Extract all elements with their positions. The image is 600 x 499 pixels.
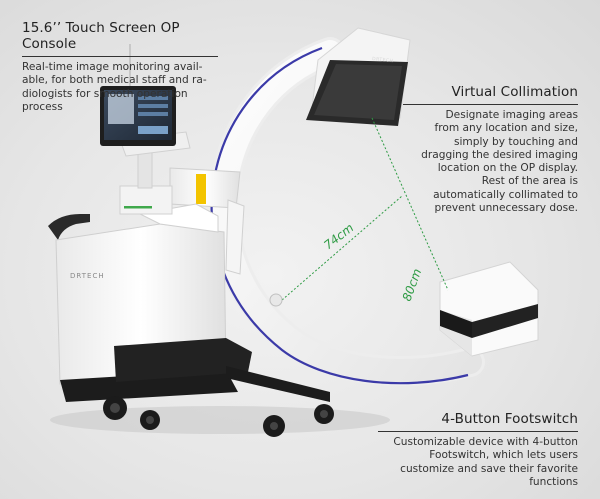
vertical-dimension-label: 80cm xyxy=(400,267,425,303)
callout-divider xyxy=(403,104,578,105)
diagonal-dimension-label: 74cm xyxy=(321,221,356,253)
callout-description: Real-time image monitoring avail- able, … xyxy=(22,61,207,113)
cart-base xyxy=(60,338,334,437)
floor-shadow xyxy=(50,406,390,434)
diagonal-dimension-line xyxy=(281,195,403,301)
callout-title: Virtual Collimation xyxy=(451,84,578,100)
detector-brand-label: DRTECH xyxy=(372,56,394,64)
c-arm-arc-highlight xyxy=(211,40,482,383)
callout-description: Designate imaging areas from any locatio… xyxy=(421,109,578,215)
callout-description: Customizable device with 4-button Footsw… xyxy=(393,436,578,488)
x-ray-tube xyxy=(439,261,539,357)
op-console-monitor xyxy=(100,86,191,189)
callout-virtual-collimation: Virtual Collimation Designate imaging ar… xyxy=(403,84,578,215)
carm-support-arm xyxy=(169,167,283,307)
callout-footswitch: 4-Button Footswitch Customizable device … xyxy=(378,411,578,489)
callout-touch-screen-console: 15.6’’ Touch Screen OP Console Real-time… xyxy=(22,20,222,114)
callout-divider xyxy=(378,431,578,432)
vertical-dimension-line xyxy=(371,117,449,291)
callout-divider xyxy=(22,56,218,57)
callout-title: 4-Button Footswitch xyxy=(441,411,578,427)
callout-title: 15.6’’ Touch Screen OP Console xyxy=(22,20,180,52)
detector-head: DRTECH xyxy=(306,27,411,126)
cart-brand-label: DRTECH xyxy=(70,272,105,280)
c-arm-blue-stripe xyxy=(210,46,469,385)
